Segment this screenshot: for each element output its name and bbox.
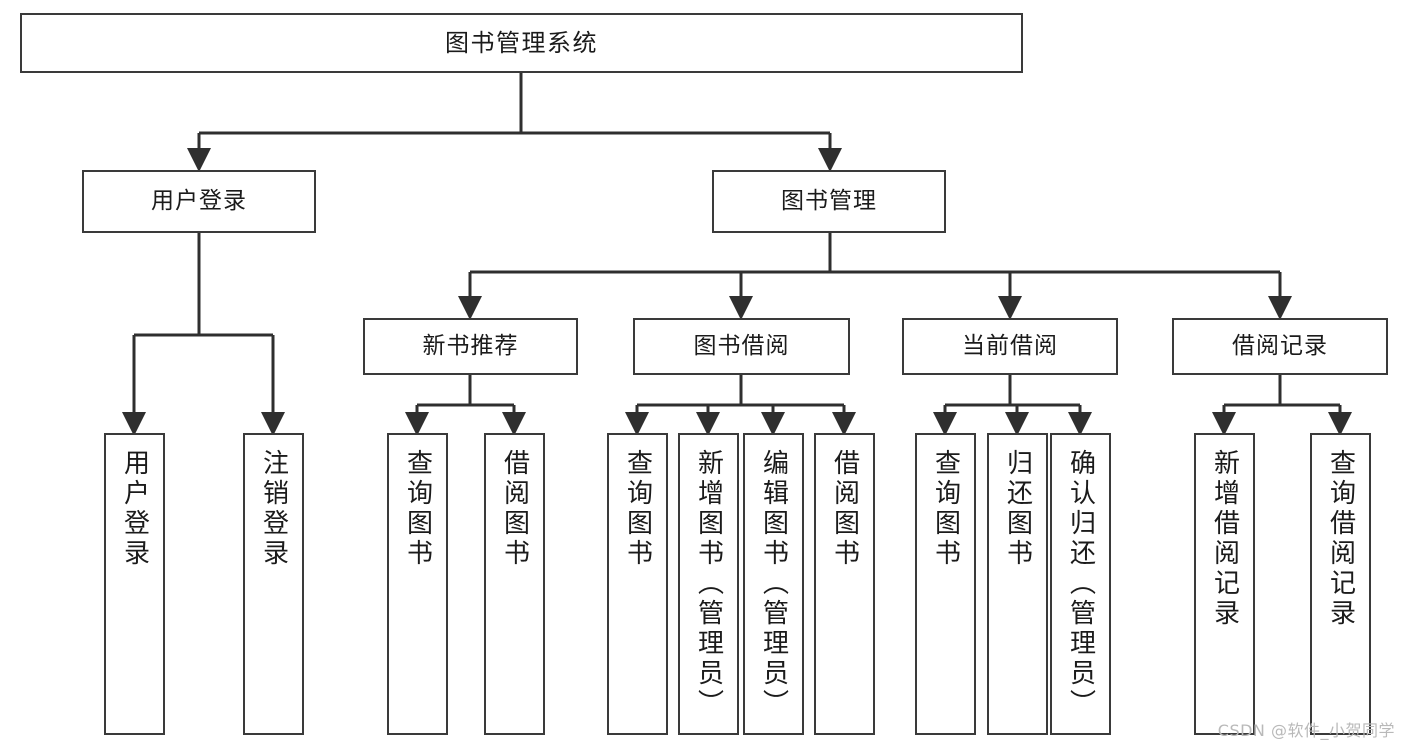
csdn-watermark: CSDN @软件_小贺同学	[1217, 721, 1395, 740]
leaf-confirm-return-admin-label: 确认归还（管理员）	[1065, 449, 1096, 719]
leaf-return-book-label: 归还图书	[1002, 449, 1033, 569]
leaf-add-book-admin[interactable]: 新增图书（管理员）	[678, 433, 739, 735]
leaf-query-borrow-record-label: 查询借阅记录	[1325, 449, 1356, 629]
leaf-user-login[interactable]: 用户登录	[104, 433, 165, 735]
leaf-edit-book-admin-label: 编辑图书（管理员）	[758, 449, 789, 719]
node-root-system-label: 图书管理系统	[445, 28, 598, 57]
node-user-login[interactable]: 用户登录	[82, 170, 316, 233]
node-book-borrow[interactable]: 图书借阅	[633, 318, 850, 375]
leaf-query-book-1[interactable]: 查询图书	[387, 433, 448, 735]
leaf-query-book-3[interactable]: 查询图书	[915, 433, 976, 735]
leaf-user-login-label: 用户登录	[119, 449, 150, 569]
leaf-query-book-3-label: 查询图书	[930, 449, 961, 569]
node-borrow-record-label: 借阅记录	[1232, 332, 1328, 359]
node-book-management[interactable]: 图书管理	[712, 170, 946, 233]
leaf-return-book[interactable]: 归还图书	[987, 433, 1048, 735]
node-current-borrow-label: 当前借阅	[962, 332, 1058, 359]
node-book-borrow-label: 图书借阅	[693, 332, 790, 359]
node-new-book-recommend-label: 新书推荐	[422, 332, 519, 359]
leaf-borrow-book-1-label: 借阅图书	[499, 449, 530, 569]
leaf-confirm-return-admin[interactable]: 确认归还（管理员）	[1050, 433, 1111, 735]
node-borrow-record[interactable]: 借阅记录	[1172, 318, 1388, 375]
node-user-login-label: 用户登录	[151, 187, 247, 214]
leaf-add-borrow-record-label: 新增借阅记录	[1209, 449, 1240, 629]
leaf-add-borrow-record[interactable]: 新增借阅记录	[1194, 433, 1255, 735]
leaf-query-book-2[interactable]: 查询图书	[607, 433, 668, 735]
leaf-query-borrow-record[interactable]: 查询借阅记录	[1310, 433, 1371, 735]
node-book-management-label: 图书管理	[781, 187, 877, 214]
leaf-logout[interactable]: 注销登录	[243, 433, 304, 735]
node-new-book-recommend[interactable]: 新书推荐	[363, 318, 578, 375]
leaf-logout-label: 注销登录	[258, 449, 289, 569]
leaf-borrow-book-2[interactable]: 借阅图书	[814, 433, 875, 735]
leaf-query-book-2-label: 查询图书	[622, 449, 653, 569]
leaf-add-book-admin-label: 新增图书（管理员）	[693, 449, 724, 719]
leaf-borrow-book-1[interactable]: 借阅图书	[484, 433, 545, 735]
node-current-borrow[interactable]: 当前借阅	[902, 318, 1118, 375]
node-root-system[interactable]: 图书管理系统	[20, 13, 1023, 73]
leaf-query-book-1-label: 查询图书	[402, 449, 433, 569]
leaf-edit-book-admin[interactable]: 编辑图书（管理员）	[743, 433, 804, 735]
leaf-borrow-book-2-label: 借阅图书	[829, 449, 860, 569]
